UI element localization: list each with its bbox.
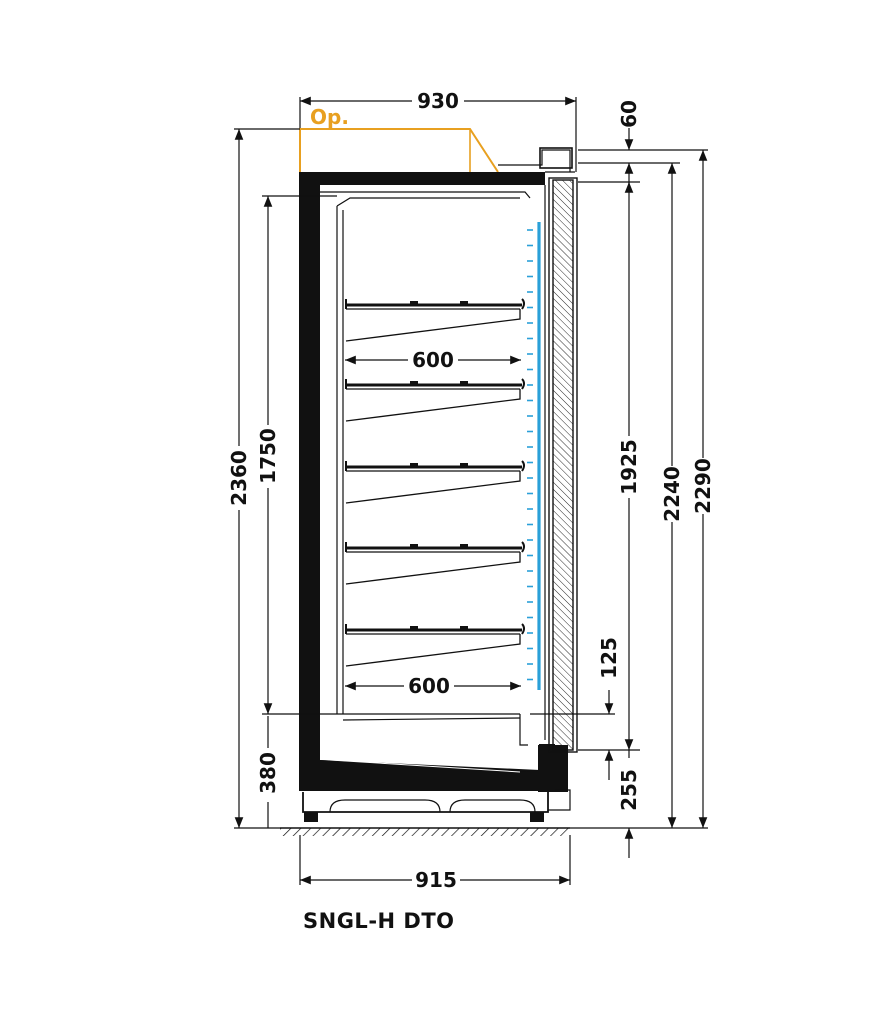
bottom-gap-label: 125 bbox=[597, 637, 621, 679]
dimension-floor-255: 255 bbox=[570, 750, 708, 858]
shelf bbox=[345, 298, 525, 342]
shelf bbox=[345, 378, 525, 422]
glass-door bbox=[544, 177, 578, 753]
base-height-label: 380 bbox=[256, 752, 280, 794]
top-width-label: 930 bbox=[417, 89, 459, 113]
dimension-bottom-width: 915 bbox=[299, 835, 571, 892]
shelf bbox=[345, 623, 525, 667]
height-2240-label: 2240 bbox=[660, 466, 684, 522]
canopy-label: 60 bbox=[617, 100, 641, 128]
door-height-label: 1925 bbox=[617, 439, 641, 495]
height-2290-label: 2290 bbox=[691, 458, 715, 514]
shelf bbox=[345, 460, 525, 504]
dimension-canopy: 60 bbox=[578, 100, 708, 185]
total-height-left-label: 2360 bbox=[227, 450, 251, 506]
led-strip bbox=[527, 222, 541, 690]
floor-255-label: 255 bbox=[617, 769, 641, 811]
shelves bbox=[345, 298, 525, 667]
dimension-inner-height: 1750 bbox=[256, 195, 337, 715]
inner-height-label: 1750 bbox=[256, 428, 280, 484]
model-label: SNGL-H DTO bbox=[303, 909, 455, 933]
shelf-depth-upper-label: 600 bbox=[412, 348, 454, 372]
floor-ground bbox=[280, 827, 570, 836]
optional-canopy-outline bbox=[299, 128, 499, 173]
optional-label: Op. bbox=[310, 105, 349, 129]
dimension-door-height: 1925 bbox=[578, 181, 641, 751]
bottom-width-label: 915 bbox=[415, 868, 457, 892]
dimension-shelf-depth-lower: 600 bbox=[345, 674, 521, 698]
dimension-top-width: 930 bbox=[299, 89, 577, 172]
shelf-depth-lower-label: 600 bbox=[408, 674, 450, 698]
dimension-bottom-gap: 125 bbox=[530, 637, 621, 780]
dimension-height-2240: 2240 bbox=[660, 163, 684, 828]
shelf bbox=[345, 541, 525, 585]
dimension-base-height: 380 bbox=[256, 716, 280, 828]
dimension-shelf-depth-upper: 600 bbox=[345, 348, 521, 372]
dimension-height-2290: 2290 bbox=[691, 150, 715, 828]
cabinet-body bbox=[299, 147, 575, 822]
dimension-total-height-left: 2360 bbox=[227, 128, 300, 829]
